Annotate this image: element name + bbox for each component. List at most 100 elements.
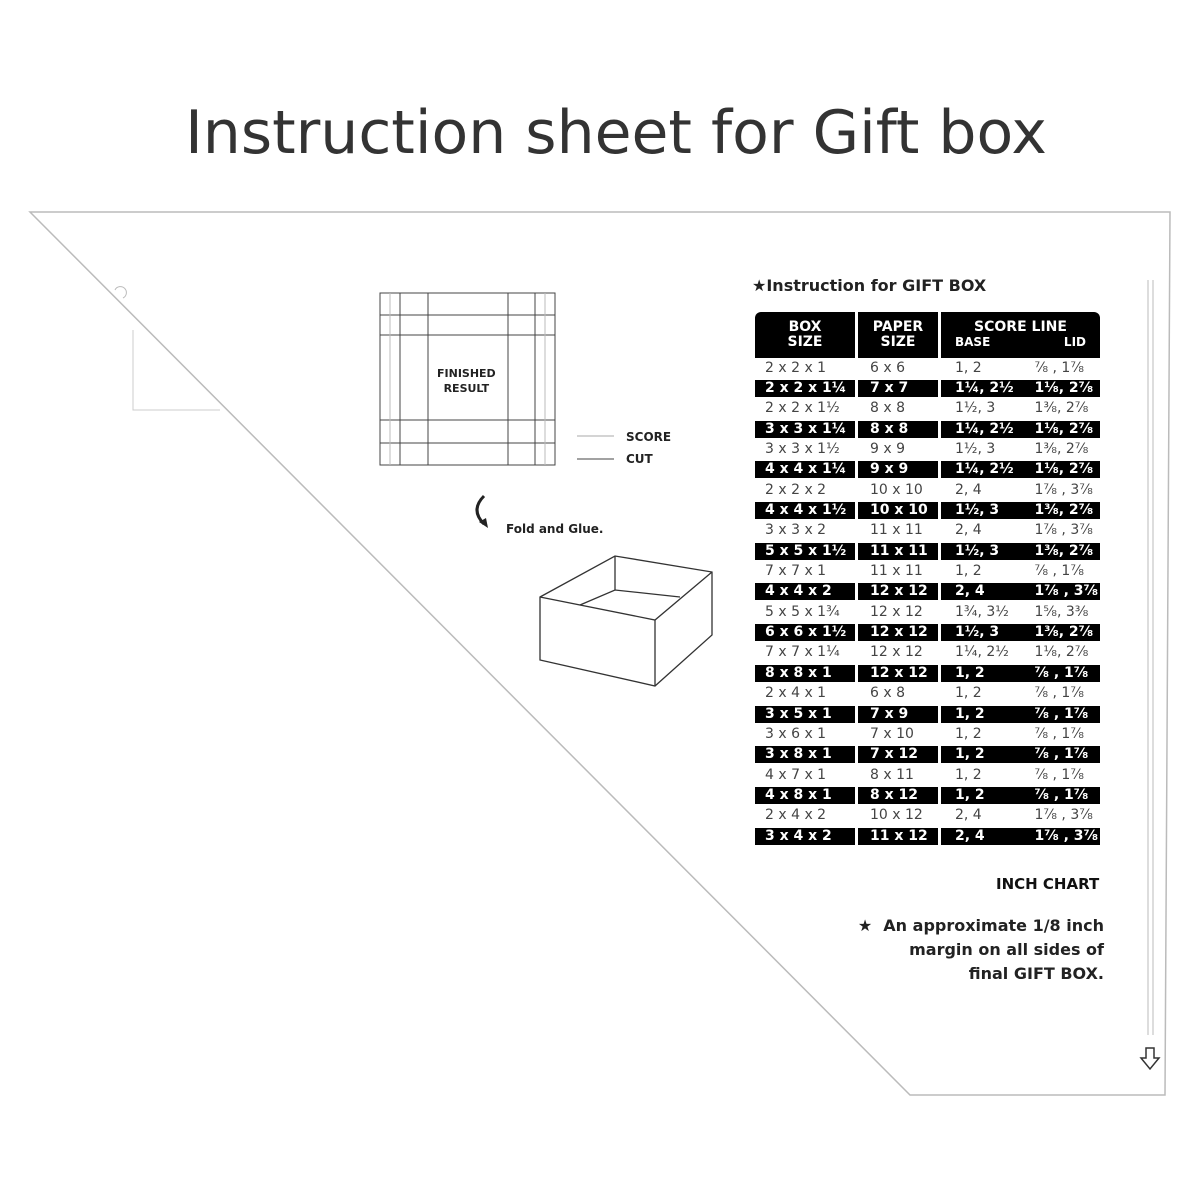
box-size-cell: 5 x 5 x 1½: [755, 542, 855, 560]
box-size-cell: 7 x 7 x 1: [765, 563, 827, 580]
title-bold: Gift box: [812, 98, 1047, 168]
box-drawing: [539, 555, 713, 687]
box-size-cell: 2 x 2 x 1: [765, 359, 827, 376]
margin-note: ★ An approximate 1/8 inch margin on all …: [857, 916, 1104, 983]
lid-cell: ⅞ , 1⅞: [1034, 359, 1084, 376]
header-base: BASE: [955, 335, 991, 349]
paper-size-cell: 12 x 12: [858, 583, 938, 601]
lid-cell: ⅞ , 1⅞: [1034, 685, 1084, 702]
base-cell: 1, 2: [955, 685, 982, 702]
paper-size-cell: 9 x 9: [858, 461, 938, 479]
header-paper-size: PAPER SIZE: [858, 312, 938, 358]
paper-size-cell: 11 x 12: [858, 827, 938, 845]
box-size-cell: 2 x 2 x 1¼: [755, 380, 855, 398]
score-line-cell: 1¼, 2½ 1⅛, 2⅞: [941, 420, 1100, 438]
score-line-cell: 1, 2 ⅞ , 1⅞: [941, 685, 1100, 702]
paper-size-cell: 12 x 12: [870, 644, 923, 661]
inch-chart-label: INCH CHART: [996, 875, 1100, 893]
base-cell: 2, 4: [955, 522, 982, 539]
paper-size-cell: 11 x 11: [858, 542, 938, 560]
box-size-cell: 3 x 4 x 2: [755, 827, 855, 845]
base-cell: 1½, 3: [955, 542, 1000, 559]
score-line-cell: 2, 4 1⅞ , 3⅞: [941, 482, 1100, 499]
lid-cell: 1⅞ , 3⅞: [1034, 583, 1099, 600]
base-cell: 1, 2: [955, 786, 985, 803]
box-size-cell: 3 x 3 x 1½: [765, 441, 840, 458]
down-arrow-icon: [1139, 1047, 1161, 1071]
box-size-cell: 4 x 4 x 1¼: [755, 461, 855, 479]
score-line-cell: 1½, 3 1⅜, 2⅞: [941, 502, 1100, 520]
paper-size-cell: 11 x 11: [870, 522, 923, 539]
lid-cell: 1⅜, 2⅞: [1034, 502, 1094, 519]
score-line-cell: 2, 4 1⅞ , 3⅞: [941, 522, 1100, 539]
box-size-cell: 8 x 8 x 1: [755, 664, 855, 682]
base-cell: 1½, 3: [955, 441, 996, 458]
paper-size-cell: 7 x 12: [858, 746, 938, 764]
lid-cell: 1⅜, 2⅞: [1034, 624, 1094, 641]
base-cell: 1¼, 2½: [955, 644, 1009, 661]
box-size-cell: 4 x 7 x 1: [765, 766, 827, 783]
box-size-cell: 4 x 4 x 2: [755, 583, 855, 601]
cut-legend: CUT: [626, 452, 653, 466]
lid-cell: 1⅛, 2⅞: [1034, 380, 1094, 397]
box-size-cell: 7 x 7 x 1¼: [765, 644, 840, 661]
lid-cell: 1⅛, 2⅞: [1034, 461, 1094, 478]
box-size-cell: 3 x 8 x 1: [755, 746, 855, 764]
paper-size-cell: 11 x 11: [870, 563, 923, 580]
base-cell: 1, 2: [955, 766, 982, 783]
lid-cell: 1⅛, 2⅞: [1034, 420, 1094, 437]
paper-size-cell: 6 x 6: [870, 359, 905, 376]
base-cell: 1¼, 2½: [955, 461, 1014, 478]
lid-cell: 1⅞ , 3⅞: [1034, 481, 1093, 498]
base-cell: 1, 2: [955, 725, 982, 742]
lid-cell: 1⅞ , 3⅞: [1034, 522, 1093, 539]
paper-size-cell: 7 x 7: [858, 380, 938, 398]
score-legend: SCORE: [626, 430, 672, 444]
lid-cell: ⅞ , 1⅞: [1034, 725, 1084, 742]
lid-cell: 1⅞ , 3⅞: [1034, 827, 1099, 844]
lid-cell: 1⅜, 2⅞: [1034, 441, 1089, 458]
instruction-heading: ★Instruction for GIFT BOX: [752, 276, 987, 295]
paper-size-cell: 12 x 12: [858, 624, 938, 642]
base-cell: 2, 4: [955, 583, 985, 600]
box-size-cell: 2 x 2 x 1½: [765, 400, 840, 417]
box-size-cell: 3 x 3 x 1¼: [755, 420, 855, 438]
base-cell: 2, 4: [955, 481, 982, 498]
score-line-cell: 1¼, 2½ 1⅛, 2⅞: [941, 461, 1100, 479]
finished-result-label: FINISHED RESULT: [437, 367, 496, 395]
page-title: Instruction sheet for Gift box: [0, 98, 1200, 168]
base-cell: 2, 4: [955, 827, 985, 844]
base-cell: 1, 2: [955, 664, 985, 681]
paper-size-cell: 10 x 12: [870, 807, 923, 824]
score-line-cell: 1½, 3 1⅜, 2⅞: [941, 441, 1100, 458]
score-line-cell: 2, 4 1⅞ , 3⅞: [941, 827, 1100, 845]
paper-size-cell: 7 x 9: [858, 705, 938, 723]
flat-pattern-diagram: [379, 292, 614, 466]
score-line-cell: 2, 4 1⅞ , 3⅞: [941, 583, 1100, 601]
box-size-cell: 5 x 5 x 1¾: [765, 603, 840, 620]
base-cell: 1¼, 2½: [955, 420, 1014, 437]
base-cell: 1½, 3: [955, 502, 1000, 519]
paper-size-cell: 8 x 8: [858, 420, 938, 438]
